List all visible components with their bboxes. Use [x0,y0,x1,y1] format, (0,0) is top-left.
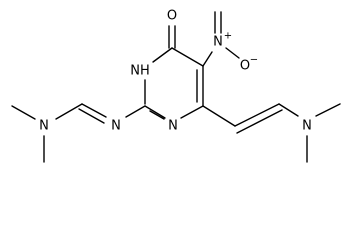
imine-nitrogen-label: N [111,119,121,134]
bond-imine-n-ch-double [78,108,105,124]
bond-c5-nitro-n [202,51,213,67]
bond-n1-c6 [180,105,204,119]
nh-label: NH [130,64,150,79]
bond-c4-n3 [152,47,173,63]
oxygen-label-carbonyl: O [167,9,177,24]
background [0,0,353,173]
enamine-chain [202,103,341,163]
bond-amidine-n-methyl-up [11,105,36,120]
bond-c5-c4 [171,47,204,67]
bond-ch-amidine-n [55,103,83,120]
pyrimidine-ring [144,47,204,120]
bond-vinyl-enamine-n [278,103,299,117]
nitro-group [202,11,240,67]
carbonyl-group [168,25,176,49]
chemical-structure: O NH N + O − N N N N [0,0,353,173]
bond-c2-imine-n [125,105,146,118]
bond-c6-vinyl [202,105,236,127]
bond-c2-n1 [144,105,166,119]
nitro-nitrogen-label: N [213,35,223,50]
bond-c2-n1-double [149,110,165,120]
bond-imine-n-ch [81,103,107,118]
bond-vinyl-double-2 [236,109,283,134]
bond-vinyl-double [234,103,280,127]
ring-nitrogen-label: N [168,119,178,134]
nitro-nitrogen-charge: + [224,31,232,42]
amidine-nitrogen-label: N [39,119,49,134]
bond-nitro-n-o-minus [225,47,240,59]
nitro-oxygen-label: O [240,59,250,74]
formamidine-chain [11,103,146,163]
enamine-nitrogen-label: N [302,119,312,134]
nitro-oxygen-charge: − [250,55,258,66]
bond-enamine-n-methyl-right [315,103,341,117]
